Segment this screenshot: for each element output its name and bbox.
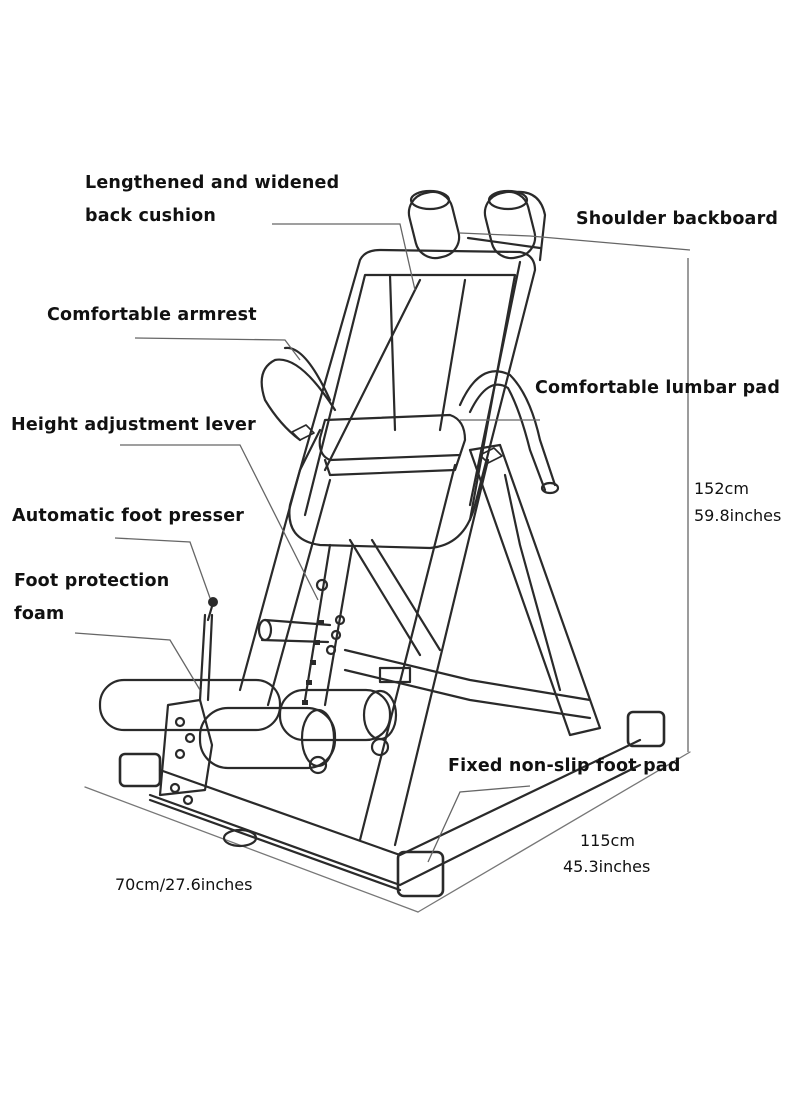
foot-presser-bracket (158, 601, 215, 806)
label-foot-foam-line2: foam (14, 604, 65, 624)
height-bar (303, 543, 354, 707)
leader-height-lever (120, 444, 319, 601)
label-height-lever: Height adjustment lever (11, 415, 256, 435)
label-foot-pad: Fixed non-slip foot pad (448, 756, 681, 776)
dimension-width: 70cm/27.6inches (115, 875, 253, 894)
label-lumbar-pad: Comfortable lumbar pad (535, 378, 781, 398)
floor-outline (84, 751, 691, 913)
lumbar-pad (298, 413, 467, 477)
shoulder-rollers (407, 189, 547, 262)
armrests (260, 346, 560, 495)
height-bar-holes (302, 620, 324, 705)
rubber-foot-caps (118, 710, 666, 898)
leader-lines (74, 223, 691, 863)
dimension-length-in: 45.3inches (563, 857, 651, 876)
label-foot-foam-line1: Foot protection (14, 571, 170, 591)
label-back-cushion-line2: back cushion (85, 206, 217, 226)
rear-frame (358, 443, 602, 847)
leader-armrest (134, 337, 301, 361)
back-cushion (288, 248, 537, 550)
label-foot-presser: Automatic foot presser (12, 506, 245, 526)
leader-back-cushion (272, 223, 416, 291)
leader-foot-presser (114, 537, 211, 599)
leader-foot-foam (74, 632, 201, 691)
foot-rollers (98, 678, 398, 775)
label-armrest: Comfortable armrest (47, 305, 257, 325)
leader-shoulder-backboard (459, 232, 691, 251)
leader-foot-pad (427, 785, 531, 863)
dimension-length-cm: 115cm (580, 831, 635, 850)
cross-bars (257, 618, 592, 720)
pivot-pads (291, 424, 503, 464)
label-shoulder-backboard: Shoulder backboard (576, 209, 779, 229)
dimension-height-cm: 152cm (694, 479, 749, 498)
presser-knob (208, 597, 218, 607)
label-back-cushion-line1: Lengthened and widened (85, 173, 340, 193)
dimension-height-in: 59.8inches (694, 506, 782, 525)
